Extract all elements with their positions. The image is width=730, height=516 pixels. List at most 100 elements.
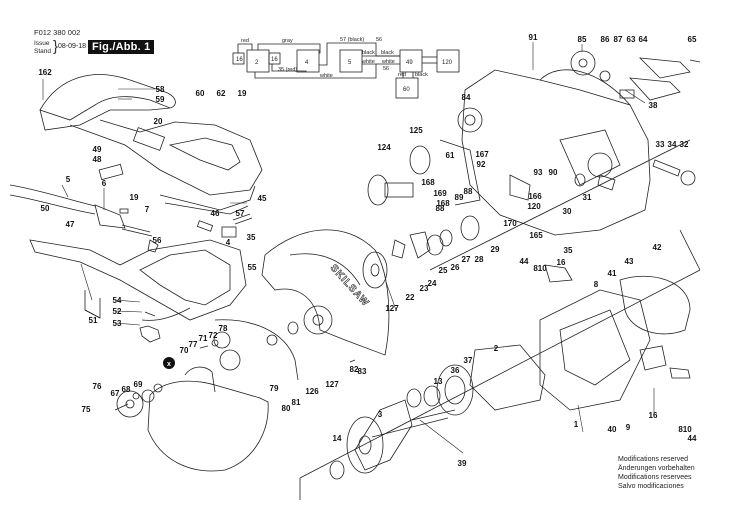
part-label-89: 89 xyxy=(455,193,464,202)
part-label-28: 28 xyxy=(475,255,484,264)
part-label-1: 1 xyxy=(574,420,579,429)
wire-label: red xyxy=(398,72,406,78)
wire-label: white xyxy=(361,59,375,65)
part-label-125: 125 xyxy=(409,126,423,135)
part-label-70: 70 xyxy=(180,346,189,355)
part-label-53: 53 xyxy=(113,319,122,328)
wiring-block-4 xyxy=(296,49,320,73)
part-label-810: 810 xyxy=(533,264,547,273)
part-label-72: 72 xyxy=(209,331,218,340)
part-label-34: 34 xyxy=(668,140,677,149)
part-label-19: 19 xyxy=(238,89,247,98)
handle-assembly xyxy=(39,74,263,215)
part-label-78: 78 xyxy=(219,324,228,333)
part-label-33: 33 xyxy=(656,140,665,149)
part-label-82: 82 xyxy=(350,365,359,374)
part-label-48: 48 xyxy=(93,155,102,164)
part-label-13: 13 xyxy=(434,377,443,386)
stand-label: Stand xyxy=(34,47,51,55)
part-label-80: 80 xyxy=(282,404,291,413)
base-assembly xyxy=(29,239,247,343)
part-label-68: 68 xyxy=(122,385,131,394)
wiring-block-5 xyxy=(339,49,363,73)
part-label-45: 45 xyxy=(258,194,267,203)
document-number: F012 380 002 xyxy=(34,28,81,37)
wire-label: 56 xyxy=(383,66,389,72)
part-label-6: 6 xyxy=(102,179,107,188)
part-label-41: 41 xyxy=(608,269,617,278)
part-label-49: 49 xyxy=(93,145,102,154)
wiring-block-16b xyxy=(268,52,281,65)
part-label-5: 5 xyxy=(66,175,71,184)
part-label-7: 7 xyxy=(145,205,150,214)
part-label-2: 2 xyxy=(494,344,499,353)
part-label-61: 61 xyxy=(446,151,455,160)
wire-label: black xyxy=(381,50,394,56)
footer-note: Modifications reserved xyxy=(618,456,689,463)
part-label-62: 62 xyxy=(217,89,226,98)
part-label-65: 65 xyxy=(688,35,697,44)
part-label-79: 79 xyxy=(270,384,279,393)
wire-label: 57 (black) xyxy=(340,37,364,43)
part-label-166: 166 xyxy=(528,192,542,201)
part-label-59: 59 xyxy=(156,95,165,104)
part-label-38: 38 xyxy=(649,101,658,110)
wire-label: black xyxy=(415,72,428,78)
part-label-52: 52 xyxy=(113,307,122,316)
wire-label: 35 (red) xyxy=(278,67,297,73)
part-label-75: 75 xyxy=(82,405,91,414)
part-label-60: 60 xyxy=(196,89,205,98)
upper-blade-guard xyxy=(261,229,390,356)
footer-note: Änderungen vorbehalten xyxy=(618,465,695,472)
part-label-16: 16 xyxy=(557,258,566,267)
part-label-169: 169 xyxy=(433,189,447,198)
part-label-167: 167 xyxy=(475,150,489,159)
wiring-block-label: 16 xyxy=(271,57,278,63)
wiring-block-label: 2 xyxy=(255,60,259,66)
part-label-84: 84 xyxy=(462,93,471,102)
part-label-54: 54 xyxy=(113,296,122,305)
callout-marker xyxy=(163,357,175,369)
wire-label: white xyxy=(381,59,395,65)
part-label-47: 47 xyxy=(66,220,75,229)
wiring-block-label: 5 xyxy=(348,60,352,66)
part-label-86: 86 xyxy=(601,35,610,44)
wire-label: red xyxy=(241,38,249,44)
part-label-64: 64 xyxy=(639,35,648,44)
part-label-168: 168 xyxy=(436,199,450,208)
part-label-58: 58 xyxy=(156,85,165,94)
wiring-block-120 xyxy=(436,49,460,73)
wiring-block-label: 49 xyxy=(406,60,413,66)
callout-marker-label: x xyxy=(167,361,171,368)
part-label-168: 168 xyxy=(421,178,435,187)
wiring-block-16a xyxy=(232,52,245,65)
fasteners xyxy=(114,321,356,418)
part-label-51: 51 xyxy=(89,316,98,325)
gear-parts xyxy=(362,139,696,289)
part-label-27: 27 xyxy=(462,255,471,264)
part-label-165: 165 xyxy=(529,231,543,240)
footer-note: Modifications reservees xyxy=(618,474,692,481)
switch-parts xyxy=(9,163,253,253)
part-label-22: 22 xyxy=(406,293,415,302)
part-label-71: 71 xyxy=(199,334,208,343)
part-label-37: 37 xyxy=(464,356,473,365)
part-label-9: 9 xyxy=(626,423,631,432)
part-label-88: 88 xyxy=(464,187,473,196)
figure-title: Fig./Abb. 1 xyxy=(88,40,155,54)
part-label-16: 16 xyxy=(649,411,658,420)
part-label-3: 3 xyxy=(378,410,383,419)
brace-icon: } xyxy=(53,38,59,55)
part-label-44: 44 xyxy=(520,257,529,266)
brand-marking: SKILSAW xyxy=(328,263,371,309)
part-label-90: 90 xyxy=(549,168,558,177)
part-label-19: 19 xyxy=(130,193,139,202)
part-label-162: 162 xyxy=(38,68,52,77)
part-label-810: 810 xyxy=(678,425,692,434)
wire-label: white xyxy=(319,73,333,79)
part-label-120: 120 xyxy=(527,202,541,211)
part-label-40: 40 xyxy=(608,425,617,434)
part-label-42: 42 xyxy=(653,243,662,252)
